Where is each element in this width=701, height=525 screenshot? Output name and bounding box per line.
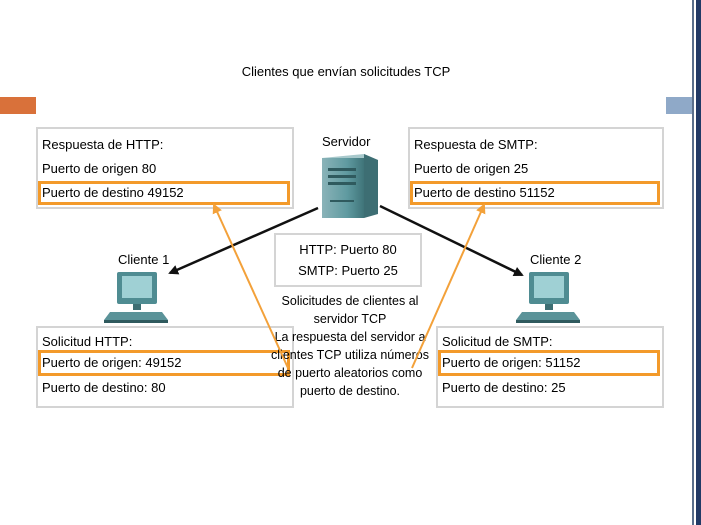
http-request-dest-port: Puerto de destino: 80 bbox=[42, 380, 166, 395]
explanation-notes: Solicitudes de clientes al servidor TCP … bbox=[260, 292, 440, 400]
http-response-box: Respuesta de HTTP: Puerto de origen 80 P… bbox=[36, 127, 294, 209]
accent-bar-left bbox=[0, 97, 36, 114]
http-request-box: Solicitud HTTP: Puerto de origen: 49152 … bbox=[36, 326, 294, 408]
smtp-request-heading: Solicitud de SMTP: bbox=[442, 334, 553, 349]
http-response-source-port: Puerto de origen 80 bbox=[42, 161, 157, 176]
frame-border-line bbox=[692, 0, 694, 525]
http-response-dest-port: Puerto de destino 49152 bbox=[42, 185, 184, 200]
notes-line-4: clientes TCP utiliza números bbox=[271, 348, 429, 362]
server-to-client2-arrow bbox=[379, 204, 524, 277]
diagram-title: Clientes que envían solicitudes TCP bbox=[241, 64, 451, 79]
smtp-port-label: SMTP: Puerto 25 bbox=[298, 263, 398, 278]
http-request-source-highlight bbox=[38, 350, 290, 376]
accent-bar-right bbox=[666, 97, 692, 114]
notes-line-6: puerto de destino. bbox=[299, 384, 401, 398]
http-response-dest-highlight bbox=[38, 181, 290, 205]
client1-computer-icon bbox=[104, 272, 168, 323]
smtp-response-dest-port: Puerto de destino 51152 bbox=[414, 185, 555, 200]
server-label: Servidor bbox=[322, 134, 371, 149]
smtp-response-source-port: Puerto de origen 25 bbox=[414, 161, 529, 176]
notes-line-1: Solicitudes de clientes al bbox=[281, 294, 419, 308]
http-port-label: HTTP: Puerto 80 bbox=[299, 242, 397, 257]
client1-label: Cliente 1 bbox=[118, 252, 170, 267]
smtp-response-box: Respuesta de SMTP: Puerto de origen 25 P… bbox=[408, 127, 664, 209]
server-to-client1-arrow bbox=[168, 206, 319, 275]
notes-line-5: de puerto aleatorios como bbox=[277, 366, 423, 380]
notes-line-2: servidor TCP bbox=[313, 312, 387, 326]
http-request-source-port: Puerto de origen: 49152 bbox=[42, 355, 182, 370]
server-icon bbox=[322, 154, 378, 218]
notes-line-3: La respuesta del servidor a bbox=[274, 330, 426, 344]
smtp-response-dest-highlight bbox=[410, 181, 660, 205]
smtp-response-heading: Respuesta de SMTP: bbox=[414, 137, 538, 152]
http-response-heading: Respuesta de HTTP: bbox=[42, 137, 164, 152]
smtp-request-source-highlight bbox=[438, 350, 660, 376]
smtp-port-link-arrow bbox=[411, 203, 486, 369]
http-request-heading: Solicitud HTTP: bbox=[42, 334, 133, 349]
smtp-request-dest-port: Puerto de destino: 25 bbox=[442, 380, 566, 395]
client2-label: Cliente 2 bbox=[530, 252, 582, 267]
frame-border-bar bbox=[696, 0, 701, 525]
smtp-request-source-port: Puerto de origen: 51152 bbox=[442, 355, 581, 370]
client2-computer-icon bbox=[516, 272, 580, 323]
http-port-link-arrow bbox=[212, 203, 289, 369]
smtp-request-box: Solicitud de SMTP: Puerto de origen: 511… bbox=[436, 326, 664, 408]
server-ports-box: HTTP: Puerto 80 SMTP: Puerto 25 bbox=[274, 233, 422, 287]
